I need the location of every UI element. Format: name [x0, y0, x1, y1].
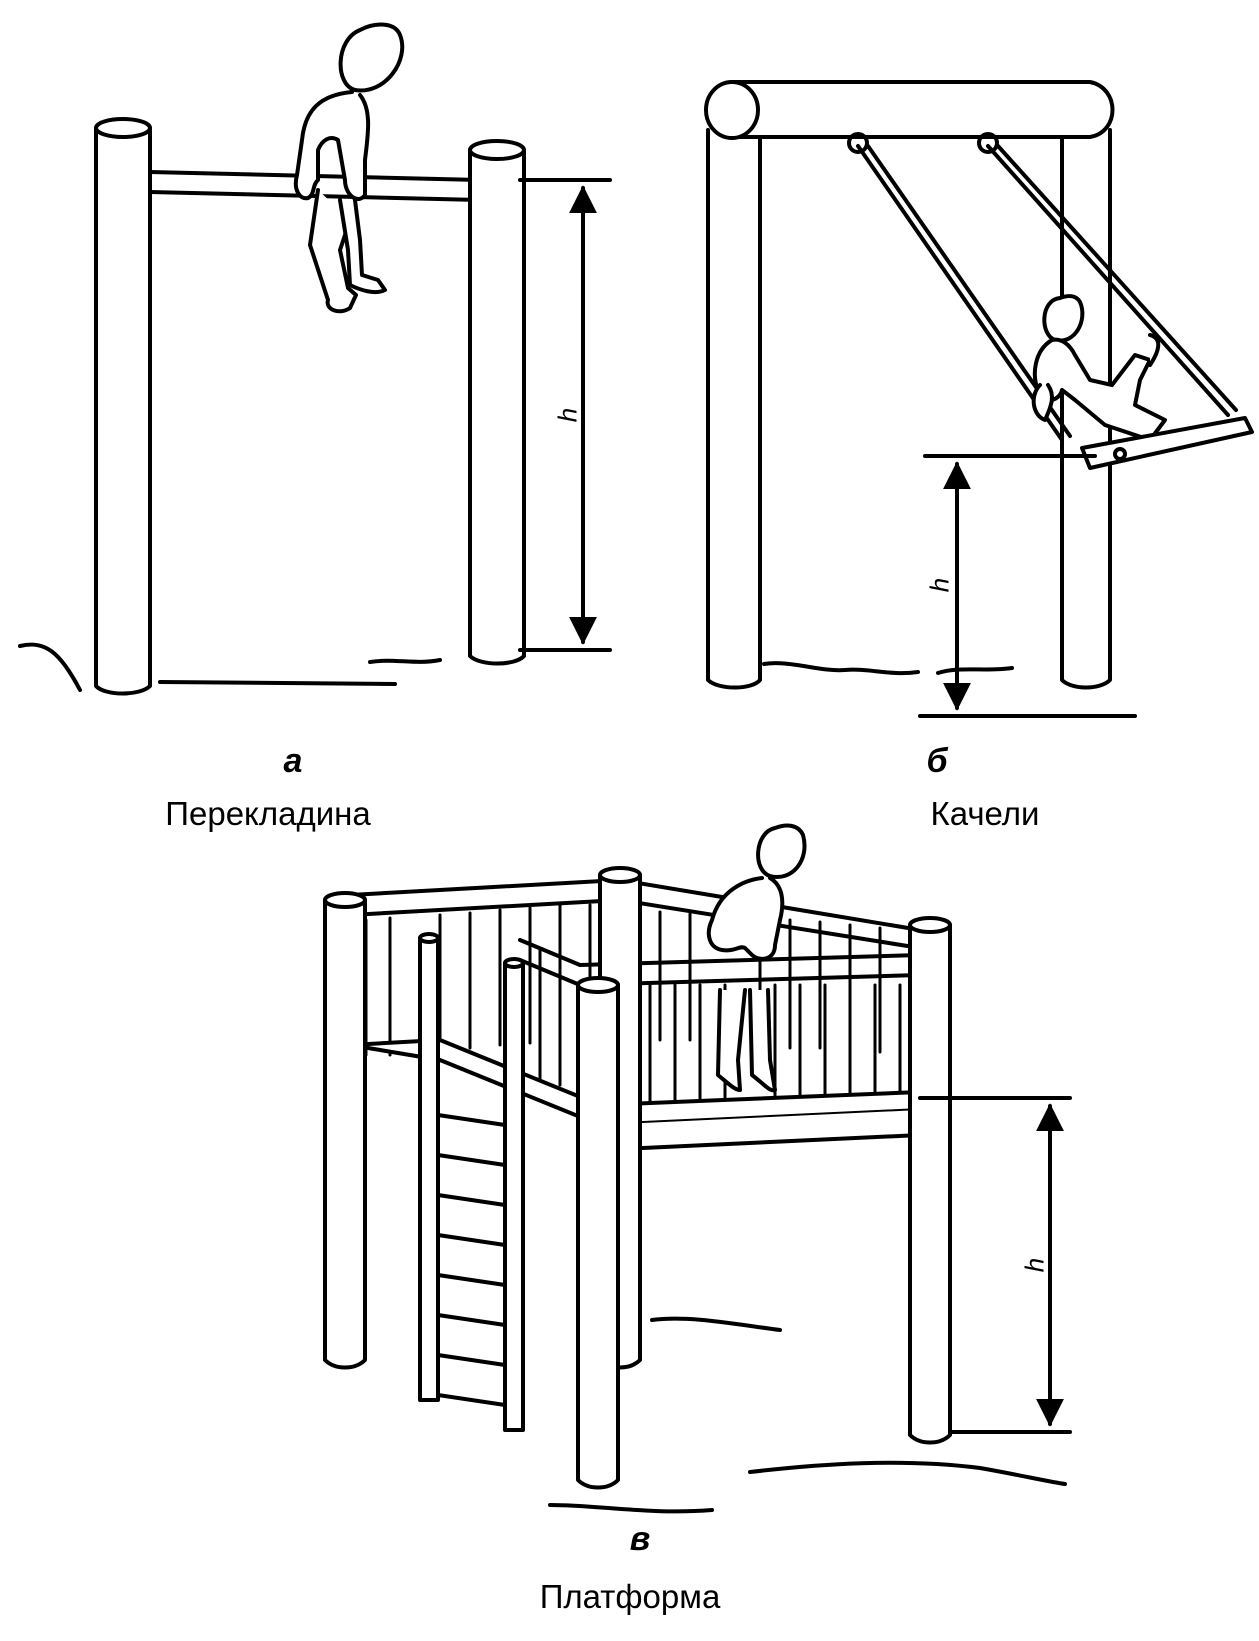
- ground-line: [18, 642, 82, 692]
- figure-letter-b: б: [926, 742, 948, 780]
- side-handrail: [518, 938, 582, 987]
- height-label-b: h: [924, 577, 955, 593]
- platform-drawing: [323, 823, 1072, 1514]
- figure-letter-a: а: [283, 742, 303, 780]
- swing-drawing: [704, 80, 1254, 718]
- figure-letter-c: в: [629, 1520, 651, 1558]
- ground-line: [762, 661, 920, 676]
- ladder: [418, 932, 525, 1432]
- left-post: [94, 117, 152, 696]
- height-label-c: h: [1019, 1257, 1050, 1273]
- ground-line: [650, 1316, 782, 1332]
- height-label-a: h: [552, 407, 583, 423]
- figure-caption-c: Платформа: [539, 1578, 721, 1615]
- swing-top-beam: [704, 80, 1115, 140]
- platform-person: [706, 823, 807, 1093]
- figure-caption-b: Качели: [930, 795, 1040, 832]
- right-post: [468, 139, 526, 666]
- swinging-person: [1031, 294, 1167, 442]
- figure-caption-a: Перекладина: [165, 795, 371, 832]
- platform-posts: [323, 866, 952, 1490]
- swing-left-post: [706, 128, 762, 690]
- hanging-person: [293, 22, 405, 314]
- horizontal-bar-drawing: [18, 22, 612, 696]
